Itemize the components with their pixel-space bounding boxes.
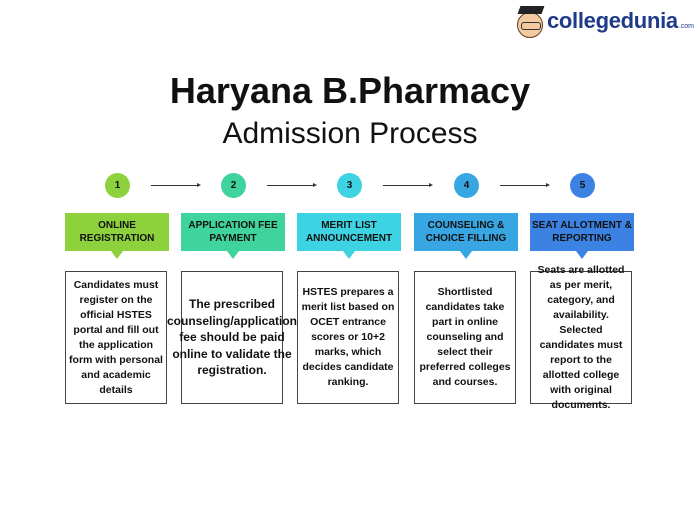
page-subtitle: Admission Process [222, 117, 478, 150]
step-description-4: Shortlisted candidates take part in onli… [414, 271, 516, 404]
mascot-icon [515, 4, 545, 38]
page-title: Haryana B.Pharmacy [169, 70, 531, 111]
collegedunia-logo: collegedunia .com [515, 4, 694, 38]
step-heading-1: ONLINE REGISTRATION [65, 213, 169, 259]
step-number-3: 3 [337, 173, 362, 198]
step-description-2: The prescribed counseling/application fe… [167, 271, 297, 404]
arrow-icon [267, 183, 317, 187]
step-description-3: HSTES prepares a merit list based on OCE… [297, 271, 399, 404]
step-description-5: Seats are allotted as per merit, categor… [530, 264, 632, 411]
arrow-icon [151, 183, 201, 187]
step-heading-2: APPLICATION FEE PAYMENT [181, 213, 285, 259]
step-number-4: 4 [454, 173, 479, 198]
step-number-1: 1 [105, 173, 130, 198]
step-number-5: 5 [570, 173, 595, 198]
step-number-2: 2 [221, 173, 246, 198]
logo-text: collegedunia [546, 8, 678, 33]
step-description-1: Candidates must register on the official… [65, 271, 167, 404]
step-heading-3: MERIT LIST ANNOUNCEMENT [297, 213, 401, 259]
arrow-icon [500, 183, 550, 187]
arrow-icon [383, 183, 433, 187]
logo-suffix: .com [678, 23, 694, 30]
step-heading-4: COUNSELING & CHOICE FILLING [414, 213, 518, 259]
step-heading-5: SEAT ALLOTMENT & REPORTING [530, 213, 634, 259]
